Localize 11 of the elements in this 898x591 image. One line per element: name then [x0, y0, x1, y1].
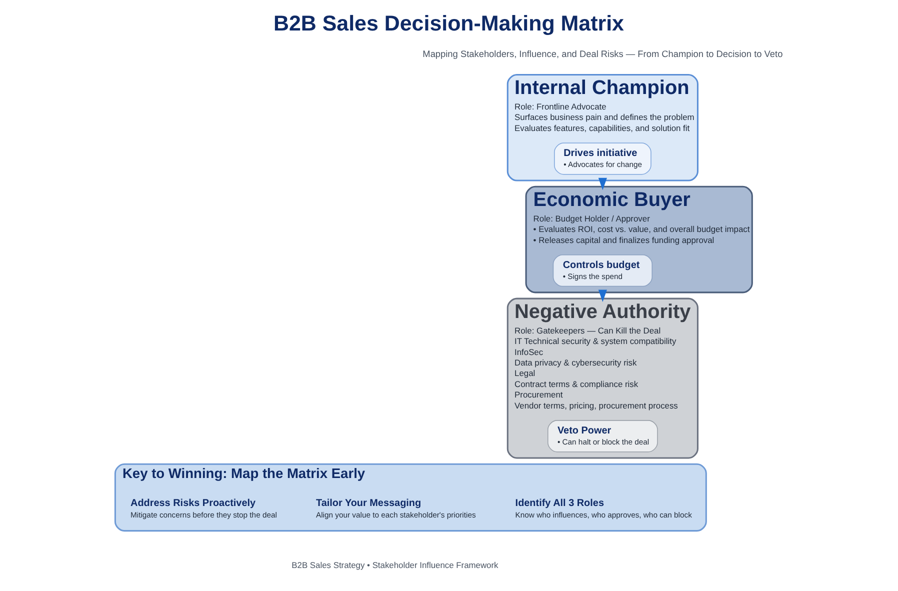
arrow	[598, 178, 607, 190]
node-box: Controls budget • Signs the spend	[552, 254, 652, 287]
node-text: Identify All 3 Roles Know who influences, who approves, who can block	[515, 498, 692, 520]
node-box: Veto Power • Can halt or block the deal	[548, 420, 658, 452]
label: Mapping Stakeholders, Influence, and Deal Risks — From Champion to Decision to Veto	[422, 49, 783, 60]
diagram-title: B2B Sales Decision-Making Matrix	[273, 12, 624, 36]
node-text: Tailor Your Messaging Align your value to each stakeholder's priorities	[316, 498, 476, 520]
node-box: Drives initiative • Advocates for change	[554, 142, 652, 175]
node-text: Address Risks Proactively Mitigate concerns before they stop the deal	[130, 498, 277, 520]
caption: B2B Sales Strategy • Stakeholder Influence Framework	[292, 560, 498, 570]
arrow	[598, 290, 607, 302]
